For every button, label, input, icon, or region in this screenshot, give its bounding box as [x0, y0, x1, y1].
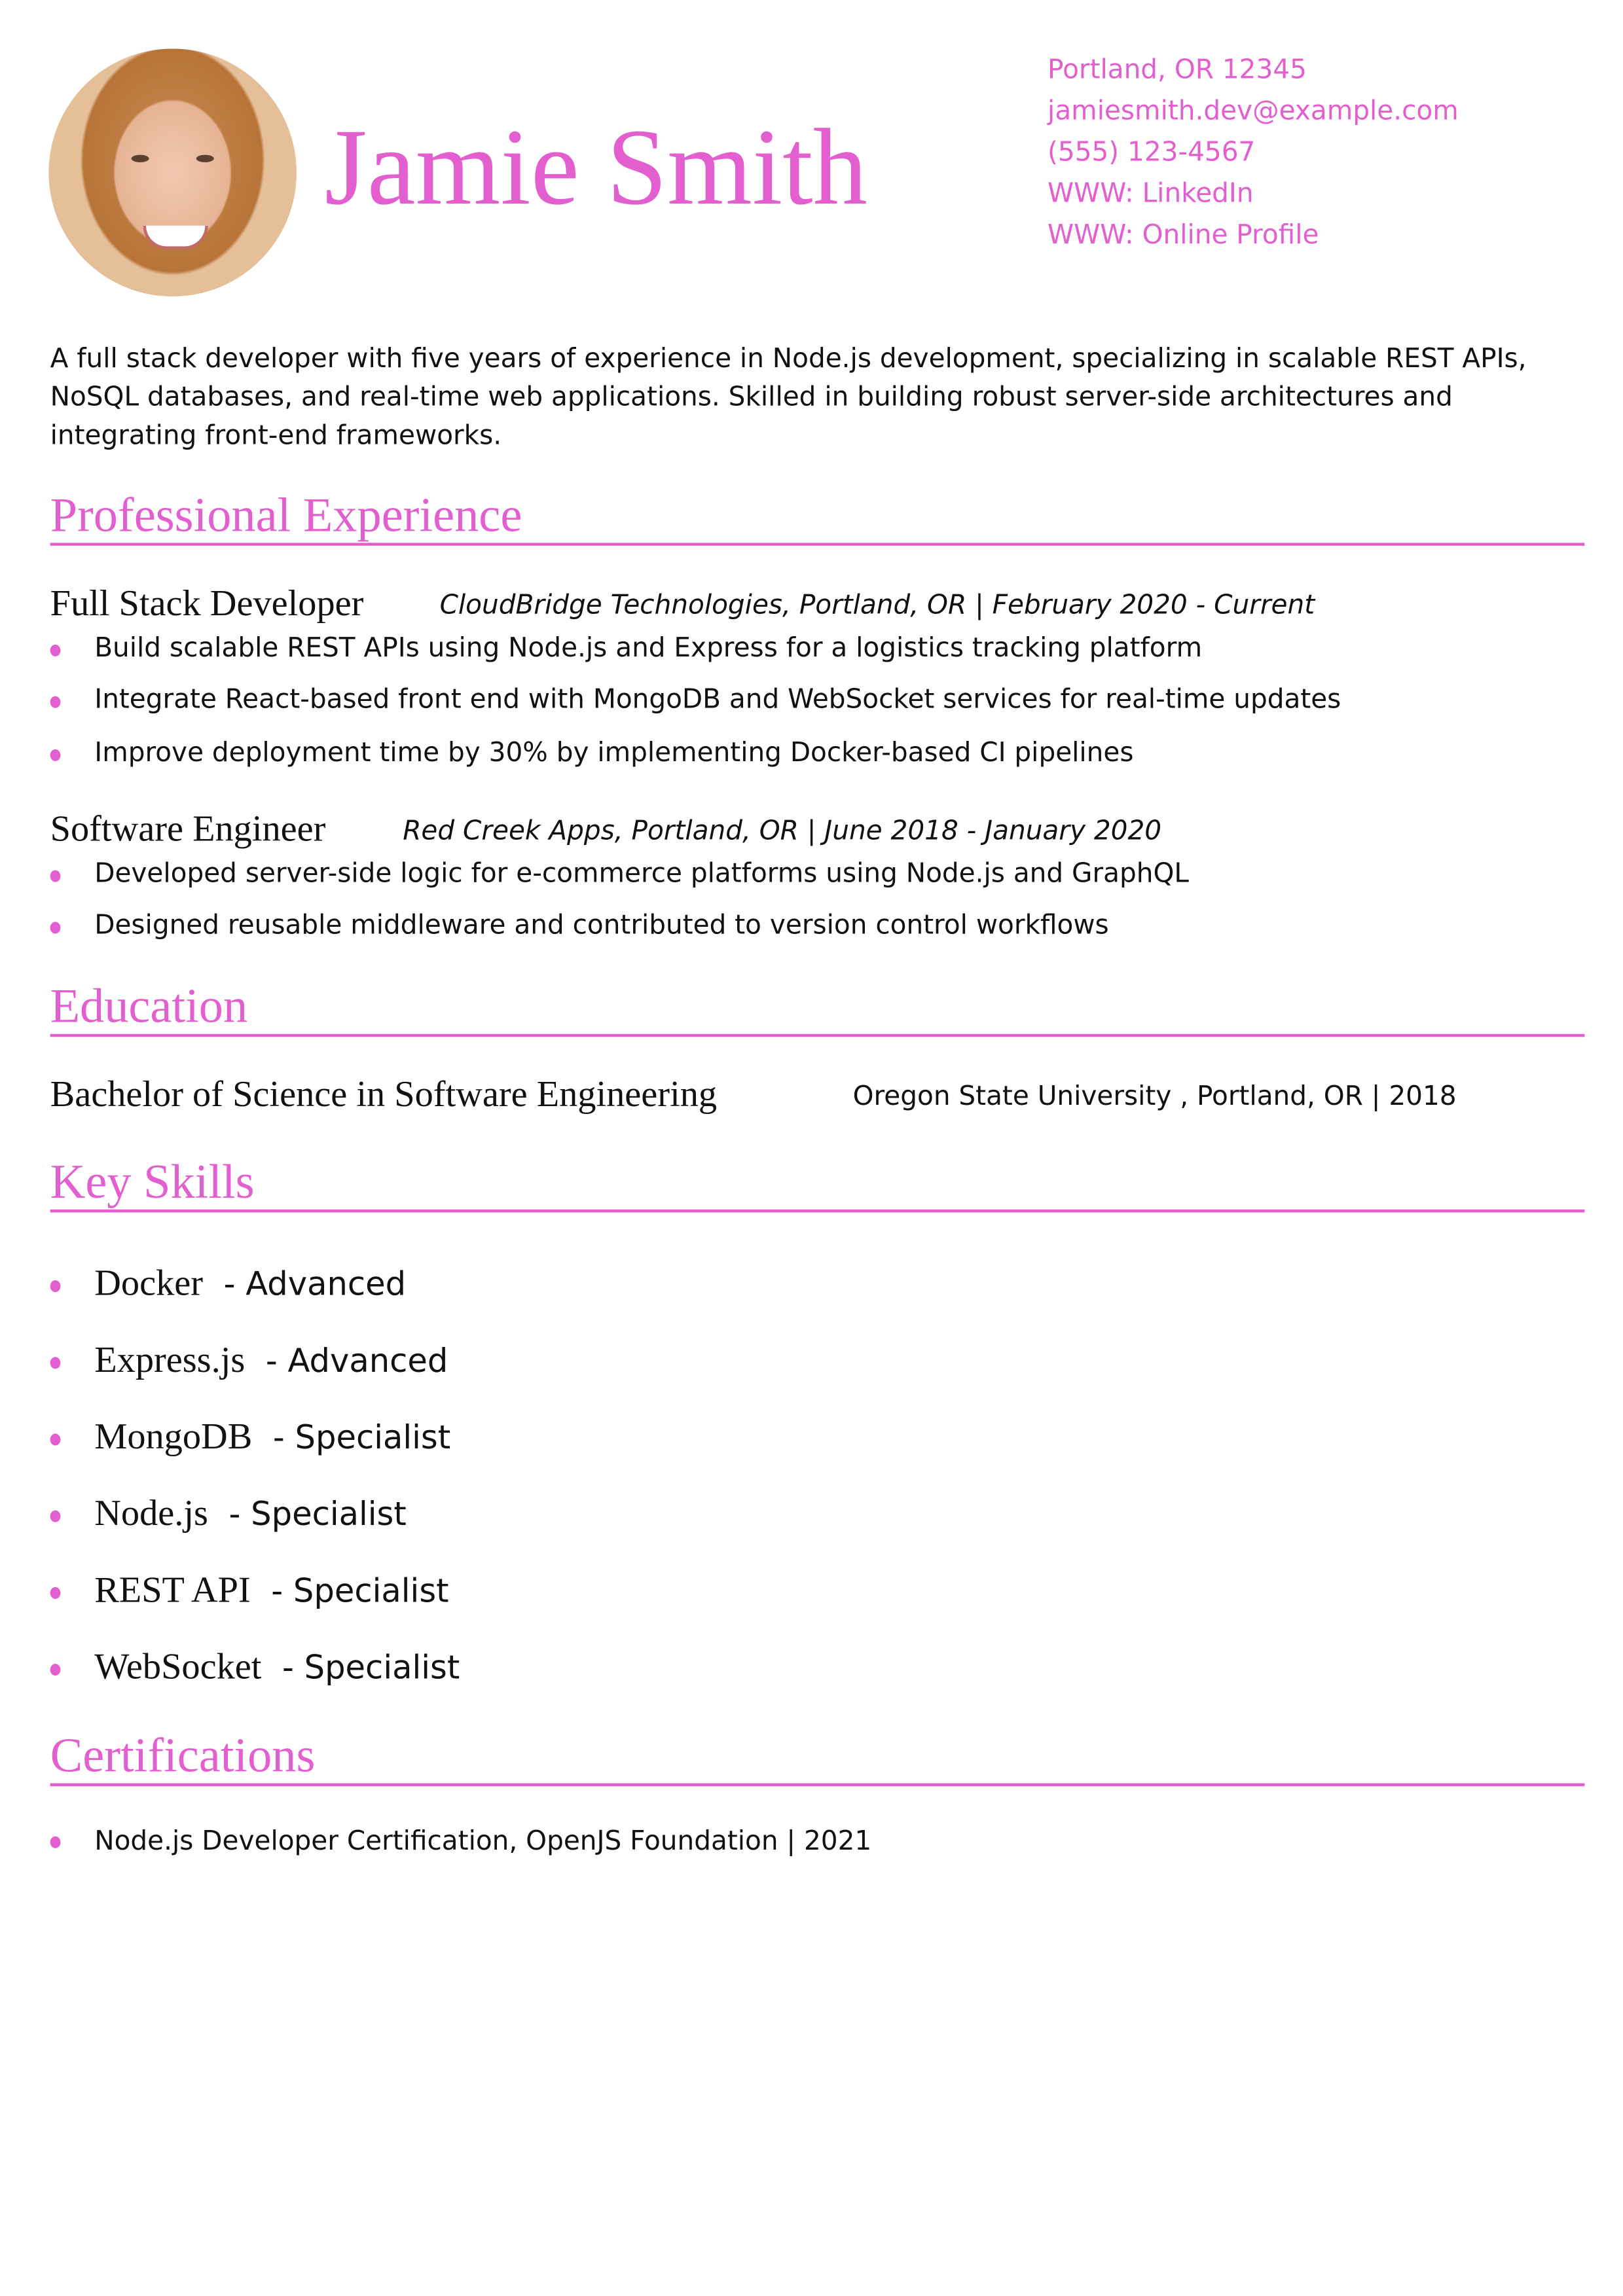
skill-name: MongoDB: [94, 1417, 253, 1458]
photo-eye-left: [131, 154, 149, 162]
skill-level: - Specialist: [228, 1497, 407, 1534]
section-heading-certifications: Certifications: [50, 1730, 316, 1784]
contact-profile-link[interactable]: WWW: Online Profile: [1048, 219, 1319, 251]
summary-text: A full stack developer with five years o…: [50, 344, 1527, 452]
section-heading-education: Education: [50, 980, 248, 1034]
skill-name: Docker: [94, 1264, 204, 1304]
certification-item: Node.js Developer Certification, OpenJS …: [94, 1825, 872, 1857]
job-bullet: Build scalable REST APIs using Node.js a…: [94, 632, 1203, 664]
skill-level: - Specialist: [271, 1573, 449, 1611]
skill-item: MongoDB - Specialist: [94, 1416, 450, 1462]
degree: Bachelor of Science in Software Engineer…: [50, 1075, 718, 1115]
skill-level: - Specialist: [272, 1420, 451, 1458]
bullet-icon: [50, 1510, 61, 1522]
skill-name: WebSocket: [94, 1647, 262, 1688]
section-divider: [50, 1033, 1585, 1037]
bullet-icon: [50, 644, 61, 656]
job-bullet: Developed server-side logic for e-commer…: [94, 858, 1190, 889]
bullet-icon: [50, 1664, 61, 1676]
contact-email[interactable]: jamiesmith.dev@example.com: [1048, 96, 1459, 127]
photo-eye-right: [196, 154, 214, 162]
job-title: Full Stack Developer: [50, 584, 364, 624]
skill-name: Express.js: [94, 1340, 246, 1381]
bullet-icon: [50, 1433, 61, 1446]
photo-smile: [143, 225, 208, 249]
job-title: Software Engineer: [50, 810, 326, 850]
skill-item: WebSocket - Specialist: [94, 1646, 460, 1692]
job-bullet: Improve deployment time by 30% by implem…: [94, 737, 1134, 769]
job-meta: Red Creek Apps, Portland, OR | June 2018…: [403, 816, 1162, 847]
section-divider: [50, 1783, 1585, 1787]
skill-name: REST API: [94, 1571, 251, 1611]
skill-item: REST API - Specialist: [94, 1570, 448, 1615]
skill-level: - Advanced: [265, 1344, 448, 1381]
bullet-icon: [50, 696, 61, 708]
bullet-icon: [50, 1280, 61, 1293]
skill-name: Node.js: [94, 1494, 208, 1534]
candidate-name: Jamie Smith: [324, 107, 868, 229]
bullet-icon: [50, 749, 61, 761]
job-meta: CloudBridge Technologies, Portland, OR |…: [439, 590, 1315, 621]
bullet-icon: [50, 1836, 61, 1848]
contact-linkedin-link[interactable]: WWW: LinkedIn: [1048, 178, 1254, 210]
section-divider: [50, 543, 1585, 546]
profile-photo: [48, 48, 297, 296]
section-heading-skills: Key Skills: [50, 1156, 255, 1210]
skill-item: Docker - Advanced: [94, 1263, 406, 1308]
bullet-icon: [50, 870, 61, 882]
bullet-icon: [50, 922, 61, 934]
skill-level: - Specialist: [282, 1650, 460, 1688]
skill-item: Express.js - Advanced: [94, 1339, 448, 1385]
section-divider: [50, 1209, 1585, 1213]
job-bullet: Designed reusable middleware and contrib…: [94, 910, 1109, 941]
school-info: Oregon State University , Portland, OR |…: [852, 1081, 1457, 1113]
skill-item: Node.js - Specialist: [94, 1493, 407, 1539]
section-heading-experience: Professional Experience: [50, 490, 522, 543]
contact-address: Portland, OR 12345: [1048, 54, 1307, 86]
bullet-icon: [50, 1357, 61, 1369]
job-bullet: Integrate React-based front end with Mon…: [94, 684, 1341, 715]
bullet-icon: [50, 1587, 61, 1599]
skill-level: - Advanced: [223, 1266, 407, 1304]
contact-phone: (555) 123-4567: [1048, 137, 1256, 168]
